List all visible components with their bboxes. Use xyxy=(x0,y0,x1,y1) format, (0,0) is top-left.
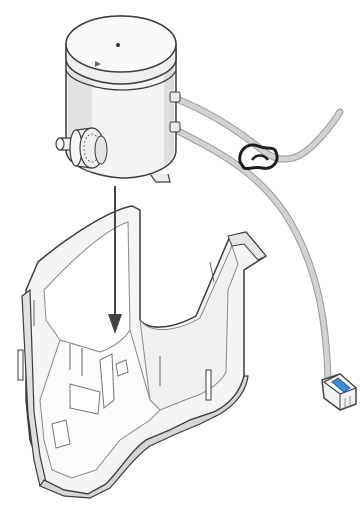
filter-cap-dot xyxy=(116,43,120,47)
filter-housing-bracket xyxy=(18,206,266,498)
quick-connect-fitting xyxy=(322,374,356,410)
filter-threaded-fitting xyxy=(56,128,107,168)
